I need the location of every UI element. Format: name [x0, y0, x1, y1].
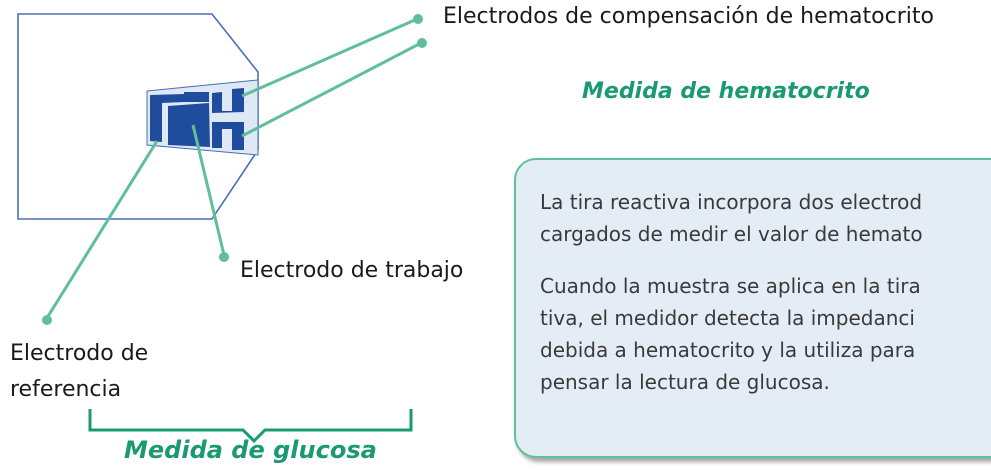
info-text: La tira reactiva incorpora dos electrod …: [540, 186, 991, 418]
leader-line-hematocrito-2: [241, 41, 422, 138]
label-hematocrit-electrodes: Electrodos de compensación de hematocrit…: [443, 4, 934, 29]
glucose-bracket: [88, 409, 413, 444]
leader-dot-referencia: [42, 315, 52, 325]
leader-dot-hematocrito-2: [417, 38, 427, 48]
leader-dot-hematocrito-1: [413, 14, 423, 24]
working-electrode-lead: [184, 92, 209, 102]
title-hematocrit-measure: Medida de hematocrito: [582, 79, 870, 104]
info-paragraph-1: La tira reactiva incorpora dos electrod …: [540, 190, 923, 246]
info-paragraph-2: Cuando la muestra se aplica en la tira t…: [540, 274, 921, 394]
leader-dot-trabajo: [219, 252, 229, 262]
hematocrit-electrode-top: [212, 88, 244, 113]
leader-line-referencia: [45, 140, 159, 319]
title-glucose-measure: Medida de glucosa: [124, 436, 377, 464]
reference-electrode: [150, 94, 184, 142]
leader-line-trabajo: [191, 124, 226, 256]
info-box: La tira reactiva incorpora dos electrod …: [514, 158, 991, 458]
label-reference-electrode: Electrodo de referencia: [10, 336, 210, 408]
leader-line-hematocrito-1: [241, 17, 418, 98]
label-reference-electrode-text: Electrodo de referencia: [10, 341, 149, 402]
hematocrit-electrode-bottom: [212, 122, 244, 150]
working-electrode: [168, 103, 210, 147]
label-working-electrode: Electrodo de trabajo: [240, 258, 464, 283]
